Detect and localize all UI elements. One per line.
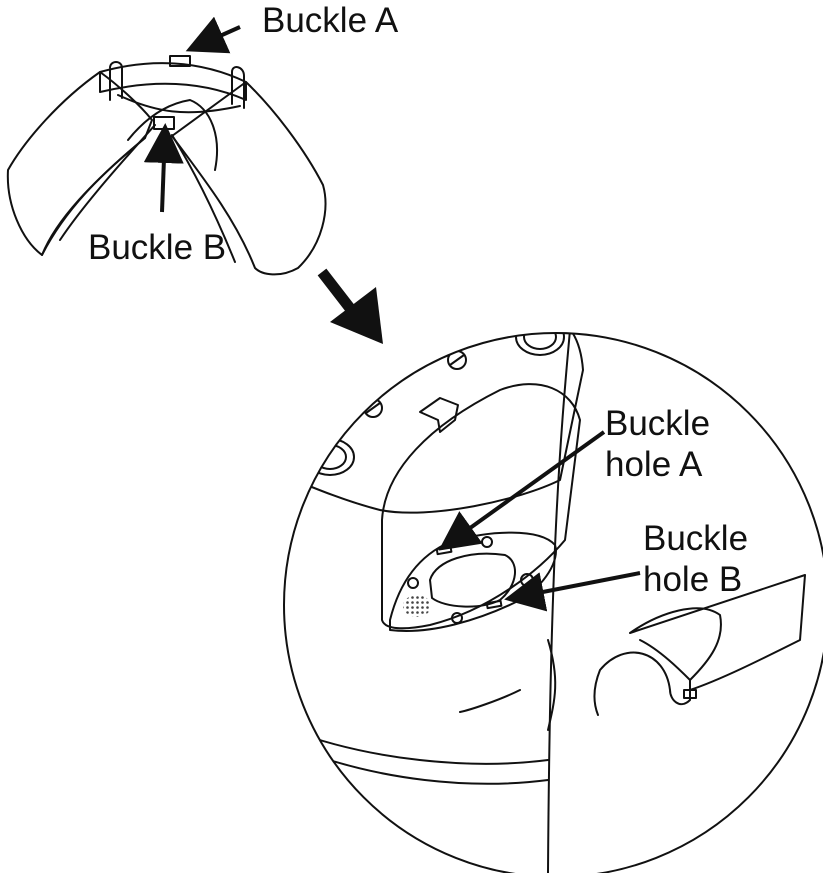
buckle-hole-a-label: Buckle hole A [605, 403, 710, 485]
speaker-grille-dots [403, 595, 431, 617]
buckle-hole-a-pointer [445, 432, 604, 546]
buckle-hole-b-label: Buckle hole B [643, 518, 748, 600]
speaker-center-pad [430, 554, 515, 607]
buckle-hole-a-slot [437, 547, 452, 554]
buckle-a-pointer [193, 27, 240, 48]
buckle-b-label: Buckle B [88, 227, 226, 268]
direction-arrow [322, 272, 383, 344]
buckle-b-pointer [162, 131, 165, 212]
buckle-a-label: Buckle A [262, 0, 398, 41]
buckle-b-tab [154, 117, 174, 129]
